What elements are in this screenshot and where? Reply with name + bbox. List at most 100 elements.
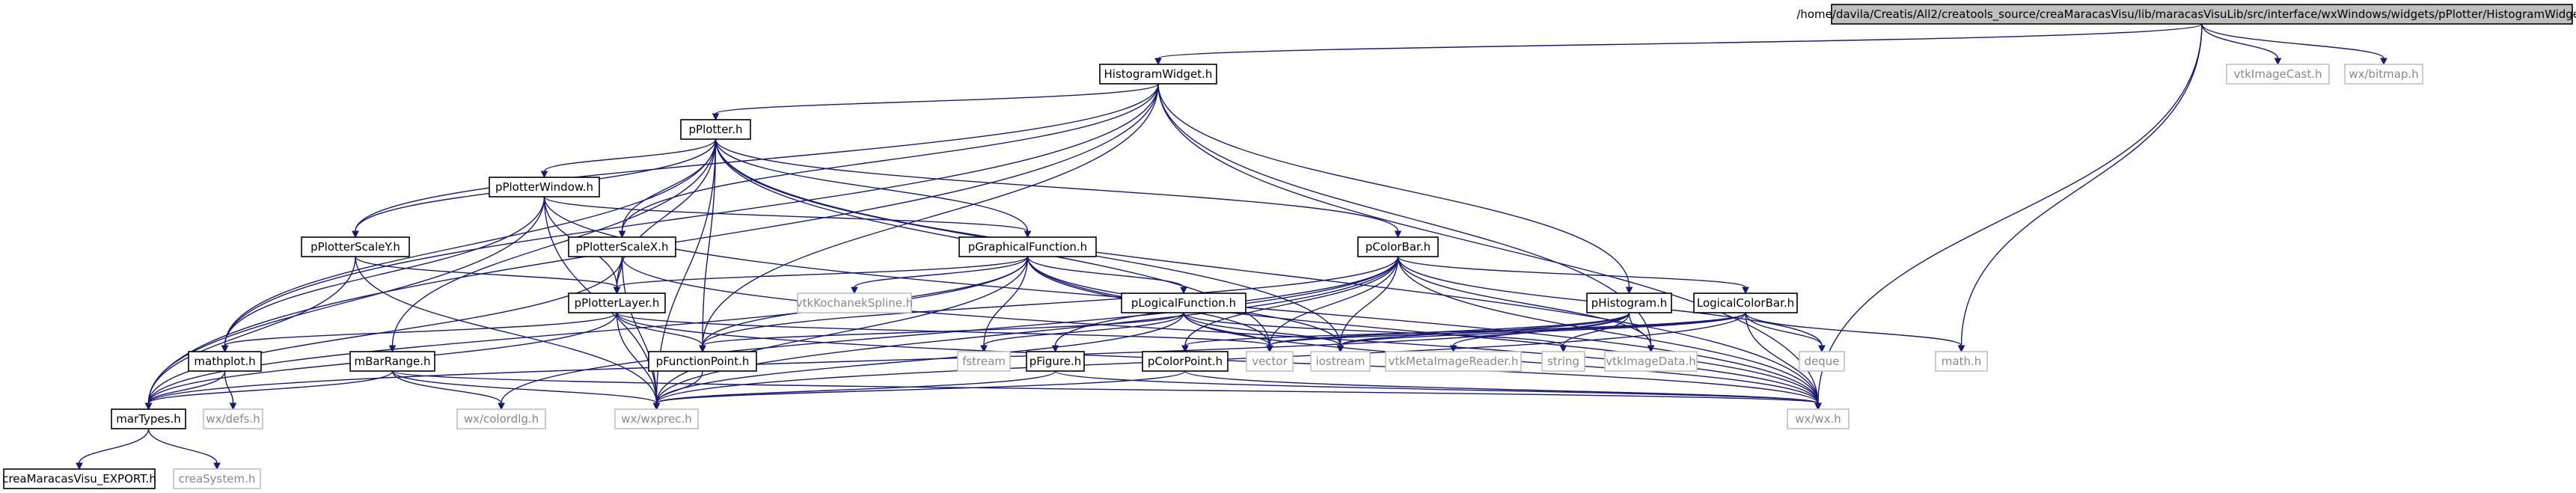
node-label: string bbox=[1547, 355, 1579, 368]
node-box bbox=[203, 408, 263, 429]
node-box bbox=[173, 468, 261, 489]
node-label: pPlotterScaleX.h bbox=[576, 240, 669, 254]
node-label: wx/wx.h bbox=[1795, 412, 1841, 426]
node-hw[interactable]: HistogramWidget.h bbox=[1099, 64, 1217, 85]
node-box bbox=[301, 236, 410, 257]
node-phisto[interactable]: pHistogram.h bbox=[1586, 293, 1672, 313]
node-pfigure[interactable]: pFigure.h bbox=[1026, 351, 1085, 372]
edge-lcolorbar-to-math bbox=[1745, 312, 1965, 353]
node-mathplot[interactable]: mathplot.h bbox=[188, 351, 262, 372]
node-label: wx/defs.h bbox=[206, 412, 260, 426]
edge-root-to-hw bbox=[1154, 23, 2203, 66]
node-vtkcast: vtkImageCast.h bbox=[2226, 64, 2330, 85]
edge-pcolorbar-to-lcolorbar bbox=[1397, 256, 1749, 295]
node-pplotter[interactable]: pPlotter.h bbox=[680, 119, 751, 140]
edge-mbarrange-to-martypes bbox=[144, 370, 394, 411]
node-plogic[interactable]: pLogicalFunction.h bbox=[1121, 293, 1246, 313]
node-label: pGraphicalFunction.h bbox=[968, 240, 1087, 254]
node-label: mathplot.h bbox=[194, 355, 255, 368]
edge-mathplot-to-martypes bbox=[144, 370, 226, 411]
node-player[interactable]: pPlotterLayer.h bbox=[568, 293, 666, 313]
node-box bbox=[188, 351, 262, 372]
node-pfpoint[interactable]: pFunctionPoint.h bbox=[648, 351, 757, 372]
node-label: creaSystem.h bbox=[179, 472, 256, 486]
edge-mbarrange-to-wxprec bbox=[391, 370, 661, 411]
node-pwindow[interactable]: pPlotterWindow.h bbox=[489, 177, 600, 197]
node-box bbox=[1787, 408, 1850, 429]
node-creasys: creaSystem.h bbox=[173, 468, 261, 489]
edge-phisto-to-vtkdata bbox=[1628, 312, 1655, 353]
edge-root-to-wxbitmap bbox=[2201, 23, 2387, 66]
node-box bbox=[958, 236, 1097, 257]
node-pcolorbar[interactable]: pColorBar.h bbox=[1357, 236, 1439, 257]
node-label: vector bbox=[1252, 355, 1288, 368]
node-label: wx/colordlg.h bbox=[464, 412, 539, 426]
node-box bbox=[1693, 293, 1798, 313]
node-label: vtkImageCast.h bbox=[2233, 67, 2322, 81]
node-export[interactable]: creaMaracasVisu_EXPORT.h bbox=[2, 468, 156, 489]
node-pscalex[interactable]: pPlotterScaleX.h bbox=[568, 236, 676, 257]
node-box bbox=[1246, 351, 1294, 372]
node-label: wx/wxprec.h bbox=[621, 412, 691, 426]
edge-pcpoint-to-wxprec bbox=[652, 370, 1186, 411]
node-wxdefs: wx/defs.h bbox=[203, 408, 263, 429]
node-mbarrange[interactable]: mBarRange.h bbox=[349, 351, 435, 372]
node-root[interactable]: /home/davila/Creatis/All2/creatools_sour… bbox=[1796, 4, 2576, 25]
edge-lcolorbar-to-vector bbox=[1266, 312, 1746, 353]
node-label: pPlotterScaleY.h bbox=[310, 240, 400, 254]
node-box bbox=[1099, 64, 1217, 85]
node-label: creaMaracasVisu_EXPORT.h bbox=[2, 472, 156, 486]
node-label: /home/davila/Creatis/All2/creatools_sour… bbox=[1796, 7, 2576, 22]
node-label: pFunctionPoint.h bbox=[656, 355, 750, 368]
node-label: marTypes.h bbox=[116, 412, 181, 426]
node-box bbox=[1831, 4, 2573, 25]
node-box bbox=[1026, 351, 1085, 372]
node-pcpoint[interactable]: pColorPoint.h bbox=[1142, 351, 1229, 372]
node-fstream: fstream bbox=[957, 351, 1011, 372]
node-label: iostream bbox=[1316, 355, 1365, 368]
node-math: math.h bbox=[1935, 351, 1988, 372]
node-box bbox=[111, 408, 186, 429]
edge-pscaley-to-wxprec bbox=[355, 256, 661, 411]
edge-lcolorbar-to-deque bbox=[1745, 312, 1826, 353]
node-box bbox=[489, 177, 600, 197]
edge-lcolorbar-to-pcpoint bbox=[1181, 312, 1746, 353]
edge-pscaley-to-player bbox=[355, 256, 621, 295]
edge-plogic-to-fstream bbox=[980, 312, 1184, 353]
edge-root-to-wxwx bbox=[1814, 23, 2203, 411]
edge-pwindow-to-pgraph bbox=[543, 196, 1032, 239]
node-box bbox=[614, 408, 699, 429]
edge-hw-to-pscalex bbox=[618, 83, 1159, 239]
node-label: pHistogram.h bbox=[1591, 296, 1668, 310]
node-pscaley[interactable]: pPlotterScaleY.h bbox=[301, 236, 410, 257]
edge-root-to-math bbox=[1957, 23, 2203, 353]
node-pgraph[interactable]: pGraphicalFunction.h bbox=[958, 236, 1097, 257]
node-box bbox=[1604, 351, 1698, 372]
edge-mbarrange-to-wxcolordlg bbox=[391, 370, 505, 411]
node-string: string bbox=[1541, 351, 1585, 372]
node-wxprec: wx/wxprec.h bbox=[614, 408, 699, 429]
node-box bbox=[2226, 64, 2330, 85]
node-wxwx: wx/wx.h bbox=[1787, 408, 1850, 429]
edge-hw-to-pplotter bbox=[712, 83, 1159, 121]
edge-pgraph-to-vtkkoch bbox=[851, 256, 1029, 295]
node-vtkkoch: vtkKochanekSpline.h bbox=[796, 293, 913, 313]
node-box bbox=[797, 293, 912, 313]
node-box bbox=[680, 119, 751, 140]
node-martypes[interactable]: marTypes.h bbox=[111, 408, 186, 429]
edge-pcpoint-to-wxwx bbox=[1184, 370, 1822, 411]
node-label: pPlotterWindow.h bbox=[495, 180, 593, 194]
edge-martypes-to-creasys bbox=[147, 428, 221, 471]
edge-hw-to-pscaley bbox=[352, 83, 1159, 239]
node-label: vtkMetaImageReader.h bbox=[1389, 355, 1519, 368]
edge-pplotter-to-pgraph bbox=[715, 138, 1032, 239]
node-box bbox=[568, 293, 666, 313]
node-label: mBarRange.h bbox=[354, 355, 430, 368]
edge-player-to-mathplot bbox=[221, 312, 618, 353]
edge-pplotter-to-pcolorbar bbox=[715, 138, 1402, 239]
node-lcolorbar[interactable]: LogicalColorBar.h bbox=[1693, 293, 1798, 313]
node-label: math.h bbox=[1942, 355, 1981, 368]
edge-root-to-vtkcast bbox=[2201, 23, 2282, 66]
node-vtkdata: vtkImageData.h bbox=[1604, 351, 1698, 372]
edge-lcolorbar-to-iostream bbox=[1336, 312, 1746, 353]
